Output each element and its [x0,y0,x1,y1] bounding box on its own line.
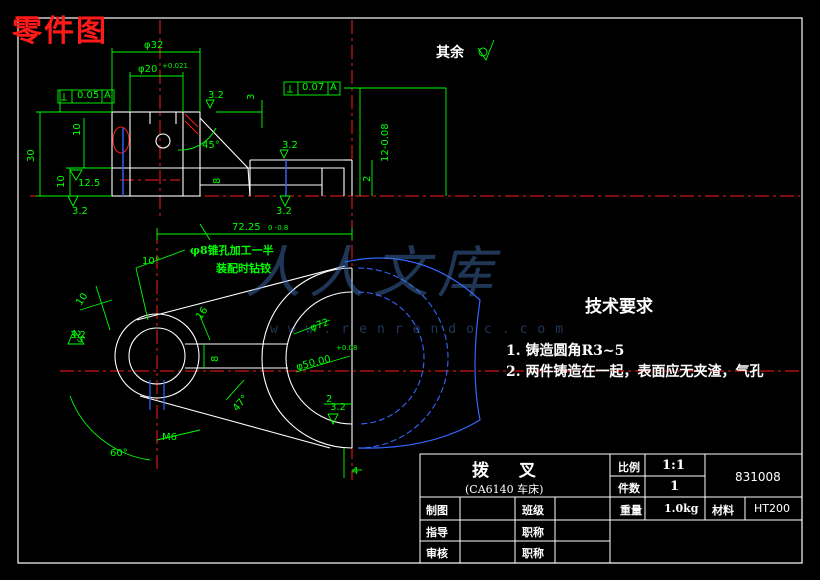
drawing-number: 831008 [735,470,781,484]
dim-flatness-1-ref: A [104,90,111,101]
drawn-label: 制图 [426,504,448,517]
dim-roughness-3.2b: 3.2 [282,140,298,151]
dim-30: 30 [26,149,37,162]
front-hatch [112,113,199,154]
dim-phi50-tol: +0.08 [336,344,358,352]
dim-8-plan: 8 [210,355,221,362]
part-name: 拨 叉 [472,461,548,481]
machine-name: (CA6140 车床) [465,483,544,496]
hole-note-assembly: 装配时钻铰 [216,262,271,275]
tech-requirement-item: 1. 铸造圆角R3~5 [506,343,625,359]
tech-requirement-item: 2. 两件铸造在一起，表面应无夹渣，气孔 [506,364,764,380]
dim-flatness-2-ref: A [330,82,337,93]
mass-label: 重量 [620,504,642,517]
roughness-note: 其余 [436,45,464,61]
title-block [419,453,803,564]
dim-12: 12-0.08 [380,123,391,162]
front-dimensions [36,39,495,208]
dim-flatness-1: 0.05 [77,90,100,101]
dim-72.25-tol: 0 -0.8 [268,224,289,232]
dim-72.25: 72.25 [232,222,261,233]
front-view [111,111,353,197]
dim-phi32: φ32 [144,40,164,51]
dim-flatness-2: 0.07 [302,82,325,93]
dim-roughness-3.2c: 3.2 [72,206,88,217]
dim-roughness-3.2d: 3.2 [276,206,292,217]
dim-3: 3 [246,93,257,100]
dim-roughness-3.2f: 3.2 [330,402,346,413]
plan-hidden [357,267,449,449]
watermark-url: www.renrendoc.com [270,322,574,337]
dim-60deg: 60° [110,448,128,459]
scale-label: 比例 [618,461,640,474]
dim-2-front: 2 [362,175,373,182]
review-label: 审核 [426,547,448,560]
front-hidden [122,128,287,196]
material-label: 材料 [712,504,734,517]
dim-phi20-tol: +0.021 [162,62,188,70]
checked-label: 指导 [426,526,448,539]
dim-10deg: 10° [142,256,160,267]
plan-view [114,265,353,449]
scale-value: 1:1 [662,458,685,473]
qty-label: 件数 [618,482,640,495]
title-label: 职称 [522,526,544,539]
plan-outline-right [149,257,481,449]
hole-note: φ8锥孔加工一半 [190,244,274,257]
dim-8-front: 8 [212,177,223,184]
mass-value: 1.0kg [664,502,699,515]
drawing-frame [17,17,803,564]
dim-roughness-3.2e: 3.2 [70,330,86,341]
dim-2-plan: 2 [326,394,333,405]
material-value: HT200 [754,502,790,515]
title-label-2: 职称 [522,547,544,560]
tech-requirements-heading: 技术要求 [585,297,653,317]
dim-roughness-12.5: 12.5 [78,178,101,189]
dim-4: 4 [352,466,359,477]
dim-10-lower: 10 [56,175,67,188]
plan-dimensions [67,223,362,478]
qty-value: 1 [670,479,680,494]
class-label: 班级 [522,504,544,517]
drawing-title: 零件图 [12,14,108,49]
watermark: 人人文库 [245,241,501,306]
dim-phi20: φ20 [138,64,158,75]
dim-10-upper: 10 [72,123,83,136]
dim-m6: M6 [162,432,177,443]
dim-45deg: 45° [202,140,220,151]
dim-roughness-3.2a: 3.2 [208,90,224,101]
